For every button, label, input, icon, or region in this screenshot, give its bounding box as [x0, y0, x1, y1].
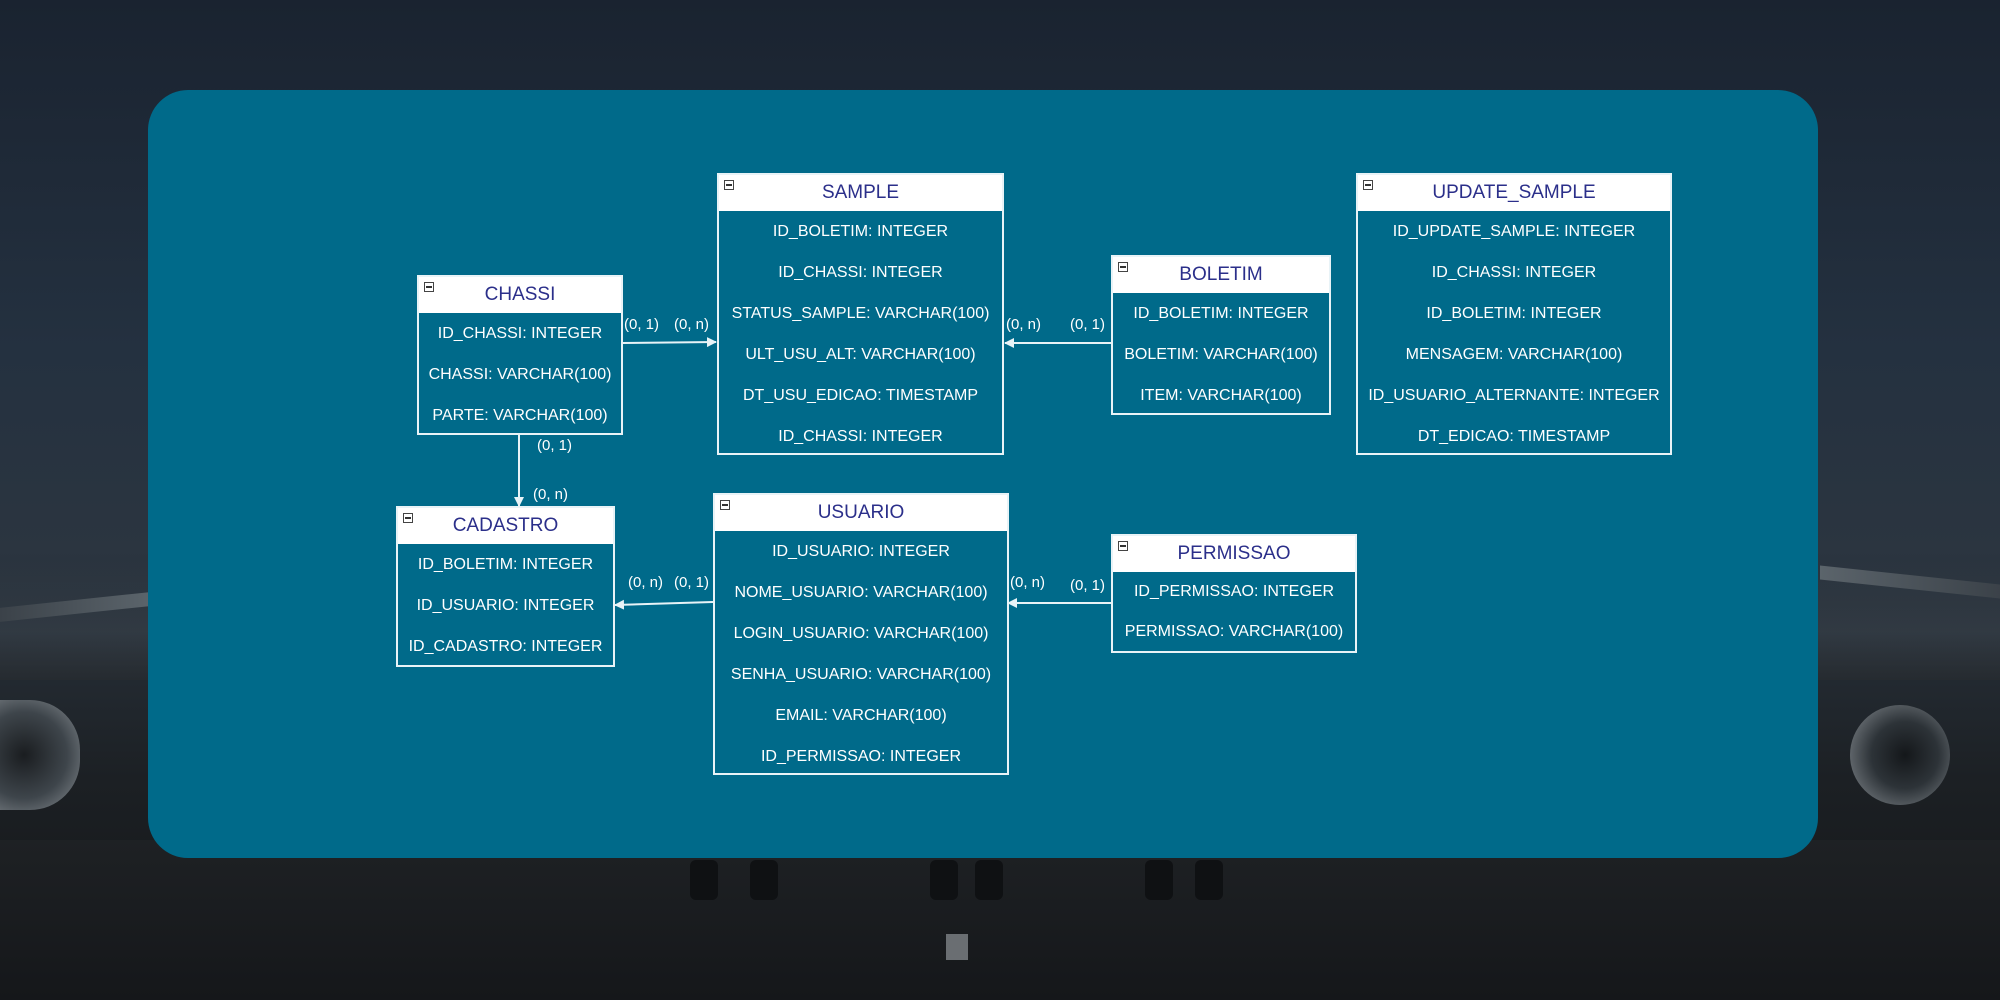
entity-attribute: PARTE: VARCHAR(100): [432, 406, 608, 424]
entity-header: USUARIO: [715, 495, 1007, 531]
cardinality-label: (0, 1): [624, 316, 660, 333]
entity-attribute: ID_USUARIO: INTEGER: [416, 596, 595, 614]
collapse-icon[interactable]: [424, 282, 434, 292]
landing-gear: [750, 860, 778, 900]
entity-attribute: DT_USU_EDICAO: TIMESTAMP: [743, 386, 978, 404]
entity-header: SAMPLE: [719, 175, 1002, 211]
entity-title: CADASTRO: [452, 515, 559, 536]
landing-gear: [975, 860, 1003, 900]
entity-usuario[interactable]: USUARIO ID_USUARIO: INTEGER NOME_USUARIO…: [713, 493, 1009, 775]
entity-update-sample[interactable]: UPDATE_SAMPLE ID_UPDATE_SAMPLE: INTEGER …: [1356, 173, 1672, 455]
entity-cadastro[interactable]: CADASTRO ID_BOLETIM: INTEGER ID_USUARIO:…: [396, 506, 615, 667]
entity-header: CHASSI: [419, 277, 621, 313]
entity-attribute: ID_PERMISSAO: INTEGER: [760, 747, 962, 765]
entity-attribute: ID_CHASSI: INTEGER: [778, 427, 943, 445]
airplane-engine-left: [0, 700, 80, 810]
entity-attribute: ID_CHASSI: INTEGER: [1431, 263, 1597, 281]
cardinality-label: (0, n): [533, 486, 569, 503]
entity-attribute: ID_BOLETIM: INTEGER: [772, 222, 949, 240]
entity-attribute: BOLETIM: VARCHAR(100): [1124, 345, 1318, 363]
entity-attribute: ID_CADASTRO: INTEGER: [408, 637, 603, 655]
collapse-icon[interactable]: [403, 513, 413, 523]
entity-attribute: ID_USUARIO: INTEGER: [772, 542, 950, 560]
collapse-icon[interactable]: [1118, 541, 1128, 551]
cardinality-label: (0, n): [1006, 316, 1042, 333]
entity-header: BOLETIM: [1113, 257, 1329, 293]
entity-header: CADASTRO: [398, 508, 613, 544]
entity-attribute: ID_BOLETIM: INTEGER: [1426, 304, 1602, 322]
entity-attribute: SENHA_USUARIO: VARCHAR(100): [730, 665, 992, 683]
cardinality-label: (0, 1): [537, 437, 573, 454]
entity-attribute: CHASSI: VARCHAR(100): [428, 365, 612, 383]
entity-attribute: EMAIL: VARCHAR(100): [775, 706, 947, 724]
entity-attribute: ID_CHASSI: INTEGER: [778, 263, 943, 281]
entity-attribute: ULT_USU_ALT: VARCHAR(100): [745, 345, 976, 363]
entity-permissao[interactable]: PERMISSAO ID_PERMISSAO: INTEGER PERMISSA…: [1111, 534, 1357, 653]
entity-attribute: ID_BOLETIM: INTEGER: [1133, 304, 1309, 322]
entity-title: BOLETIM: [1179, 264, 1263, 285]
cardinality-label: (0, n): [628, 574, 664, 591]
entity-boletim[interactable]: BOLETIM ID_BOLETIM: INTEGER BOLETIM: VAR…: [1111, 255, 1331, 415]
entity-attribute: ITEM: VARCHAR(100): [1140, 386, 1302, 404]
cardinality-label: (0, n): [674, 316, 710, 333]
collapse-icon[interactable]: [720, 500, 730, 510]
collapse-icon[interactable]: [724, 180, 734, 190]
landing-gear: [1145, 860, 1173, 900]
entity-attribute: ID_UPDATE_SAMPLE: INTEGER: [1392, 222, 1636, 240]
cardinality-label: (0, 1): [1070, 316, 1106, 333]
runway-marking: [946, 934, 968, 960]
entity-title: USUARIO: [817, 502, 905, 523]
cardinality-label: (0, n): [1010, 574, 1046, 591]
entity-attribute: MENSAGEM: VARCHAR(100): [1405, 345, 1623, 363]
cardinality-label: (0, 1): [1070, 577, 1106, 594]
cardinality-label: (0, 1): [674, 574, 710, 591]
entity-attribute: NOME_USUARIO: VARCHAR(100): [734, 583, 988, 601]
landing-gear: [930, 860, 958, 900]
entity-attribute: ID_USUARIO_ALTERNANTE: INTEGER: [1368, 386, 1660, 404]
entity-title: CHASSI: [484, 284, 556, 305]
entity-title: PERMISSAO: [1177, 543, 1291, 564]
entity-attribute: ID_CHASSI: INTEGER: [437, 324, 603, 342]
entity-header: PERMISSAO: [1113, 536, 1355, 572]
collapse-icon[interactable]: [1118, 262, 1128, 272]
entity-attribute: PERMISSAO: VARCHAR(100): [1124, 623, 1344, 640]
collapse-icon[interactable]: [1363, 180, 1373, 190]
entity-header: UPDATE_SAMPLE: [1358, 175, 1670, 211]
entity-attribute: DT_EDICAO: TIMESTAMP: [1417, 427, 1611, 445]
landing-gear: [690, 860, 718, 900]
landing-gear: [1195, 860, 1223, 900]
entity-title: SAMPLE: [821, 182, 900, 203]
entity-attribute: ID_BOLETIM: INTEGER: [417, 555, 594, 573]
airplane-engine-right: [1850, 705, 1950, 805]
entity-attribute: ID_PERMISSAO: INTEGER: [1133, 583, 1335, 600]
entity-sample[interactable]: SAMPLE ID_BOLETIM: INTEGER ID_CHASSI: IN…: [717, 173, 1004, 455]
entity-attribute: STATUS_SAMPLE: VARCHAR(100): [731, 304, 990, 322]
entity-chassi[interactable]: CHASSI ID_CHASSI: INTEGER CHASSI: VARCHA…: [417, 275, 623, 435]
entity-attribute: LOGIN_USUARIO: VARCHAR(100): [733, 624, 989, 642]
entity-title: UPDATE_SAMPLE: [1432, 182, 1596, 203]
